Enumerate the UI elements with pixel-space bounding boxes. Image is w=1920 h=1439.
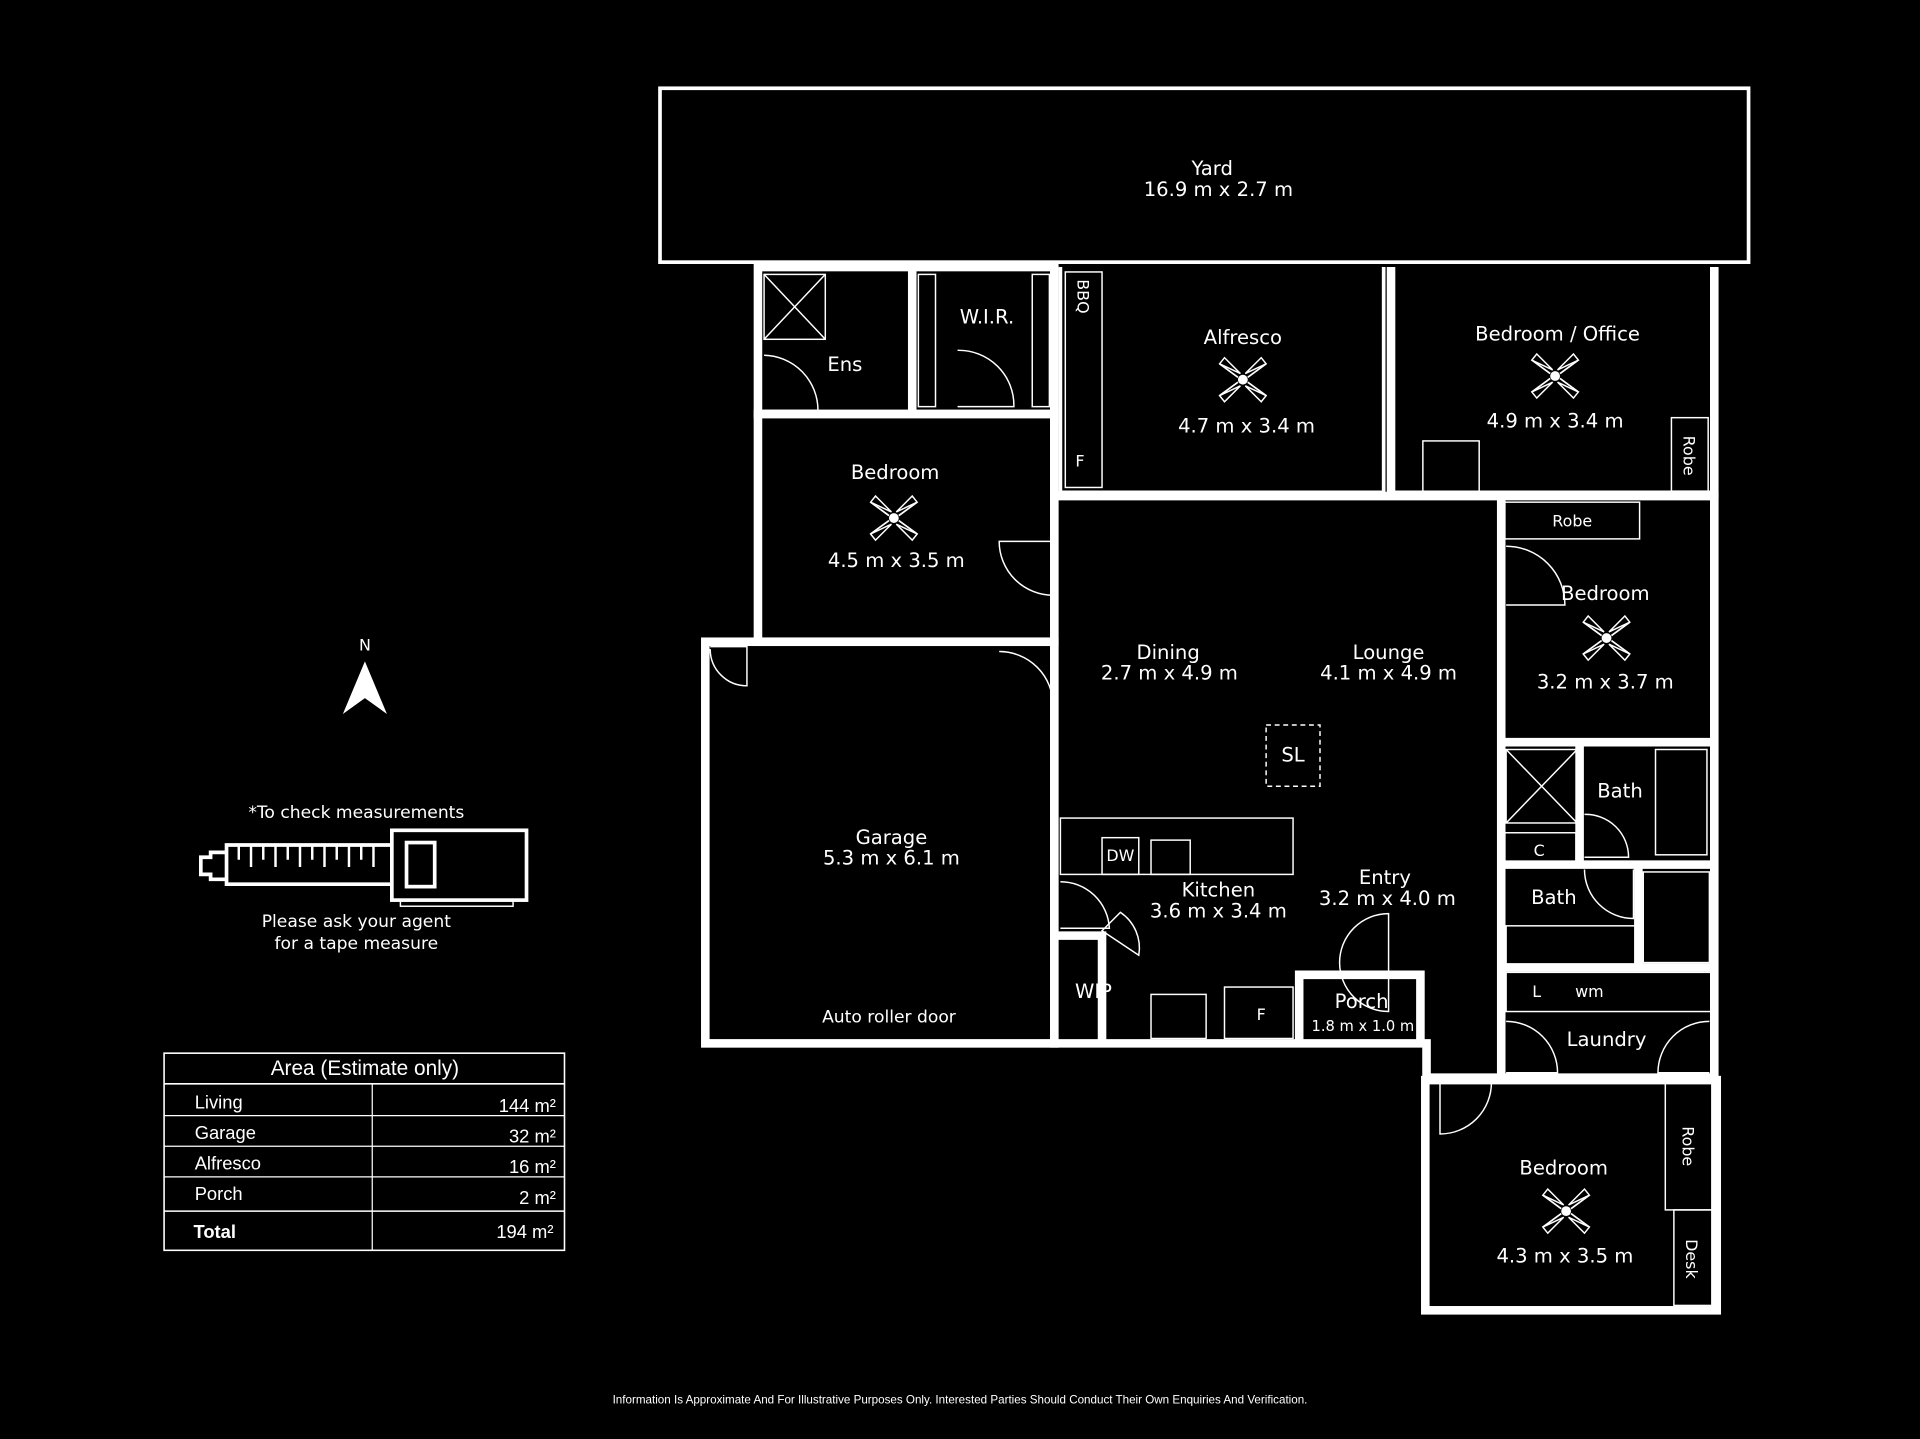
ceiling-fan-icon [1582, 615, 1631, 661]
area-row-value: 2 m² [519, 1187, 556, 1208]
area-row-label: Porch [195, 1183, 243, 1204]
entry-label: Entry [1359, 866, 1411, 889]
wir-label: W.I.R. [960, 305, 1014, 328]
dining-label: Dining [1137, 641, 1200, 664]
cupboard-label: C [1534, 841, 1545, 860]
linen-label: L [1532, 982, 1541, 1001]
tape-note-line-1: Please ask your agent [262, 912, 451, 932]
dishwasher-label: DW [1106, 846, 1134, 865]
bedroom-3-label: Bedroom [1519, 1156, 1608, 1179]
washing-machine-label: wm [1575, 982, 1604, 1001]
area-row-value: 144 m² [499, 1095, 556, 1116]
yard-label: Yard [1191, 157, 1233, 180]
kitchen-label: Kitchen [1182, 878, 1256, 901]
fixtures [709, 271, 1716, 1307]
ceiling-fan-icon [1530, 353, 1580, 399]
bedroom-office-dims: 4.9 m x 3.4 m [1487, 409, 1624, 432]
ens-label: Ens [827, 353, 862, 376]
porch-label: Porch [1335, 990, 1389, 1013]
area-total-value: 194 m² [496, 1221, 553, 1242]
tape-measure-note: *To check measurements Please ask your a… [198, 803, 529, 954]
bedroom-3-dims: 4.3 m x 3.5 m [1496, 1245, 1633, 1268]
alfresco-label: Alfresco [1204, 326, 1282, 349]
alfresco-dims: 4.7 m x 3.4 m [1178, 414, 1315, 437]
area-row-label: Living [195, 1091, 243, 1112]
area-total-label: Total [193, 1221, 235, 1242]
area-table-title: Area (Estimate only) [271, 1057, 459, 1080]
area-table: Area (Estimate only) Living 144 m² Garag… [163, 1052, 566, 1252]
laundry-label: Laundry [1567, 1028, 1647, 1051]
lounge-label: Lounge [1353, 641, 1425, 664]
bath-2-label: Bath [1531, 886, 1577, 909]
desk-label: Desk [1682, 1239, 1701, 1279]
area-row-value: 16 m² [509, 1156, 556, 1177]
bath-1-label: Bath [1597, 779, 1643, 802]
bedroom-office-label: Bedroom / Office [1475, 323, 1640, 346]
garage-dims: 5.3 m x 6.1 m [823, 847, 960, 870]
ceiling-fan-icon [1218, 356, 1267, 403]
bedroom-2-label: Bedroom [1561, 582, 1650, 605]
area-row-label: Garage [195, 1122, 256, 1143]
dining-dims: 2.7 m x 4.9 m [1101, 662, 1238, 685]
area-row-value: 32 m² [509, 1126, 556, 1147]
yard-dims: 16.9 m x 2.7 m [1144, 178, 1293, 201]
robe-bedroom-2-label: Robe [1552, 512, 1592, 531]
garage-door-note: Auto roller door [822, 1008, 957, 1028]
ceiling-fan-icon [869, 495, 919, 541]
area-row-label: Alfresco [195, 1153, 261, 1174]
tape-note-top: *To check measurements [248, 803, 464, 823]
bedroom-1-dims: 4.5 m x 3.5 m [828, 549, 965, 572]
compass-label: N [359, 635, 371, 654]
robe-office-label: Robe [1680, 436, 1699, 476]
lounge-dims: 4.1 m x 4.9 m [1320, 662, 1457, 685]
ceiling-fan-icon [1542, 1188, 1591, 1235]
fridge-kitchen-label: F [1257, 1005, 1266, 1024]
kitchen-dims: 3.6 m x 3.4 m [1150, 899, 1287, 922]
bedroom-1-label: Bedroom [851, 461, 940, 484]
tape-measure-icon [198, 828, 529, 907]
disclaimer: Information Is Approximate And For Illus… [613, 1393, 1308, 1406]
walls [701, 262, 1722, 1315]
skylight-label: SL [1281, 744, 1304, 767]
entry-dims: 3.2 m x 4.0 m [1319, 887, 1456, 910]
bedroom-2-dims: 3.2 m x 3.7 m [1537, 670, 1674, 693]
bbq-label: BBQ [1074, 279, 1093, 313]
tape-note-line-2: for a tape measure [274, 934, 438, 954]
fridge-alfresco-label: F [1075, 452, 1084, 471]
north-compass: N [342, 635, 387, 714]
wip-label: WIP [1075, 980, 1112, 1003]
room-yard: Yard 16.9 m x 2.7 m [658, 86, 1751, 264]
robe-bedroom-3-label: Robe [1678, 1126, 1697, 1166]
north-arrow-icon [342, 661, 387, 714]
porch-dims: 1.8 m x 1.0 m [1312, 1018, 1415, 1035]
garage-label: Garage [856, 826, 928, 849]
